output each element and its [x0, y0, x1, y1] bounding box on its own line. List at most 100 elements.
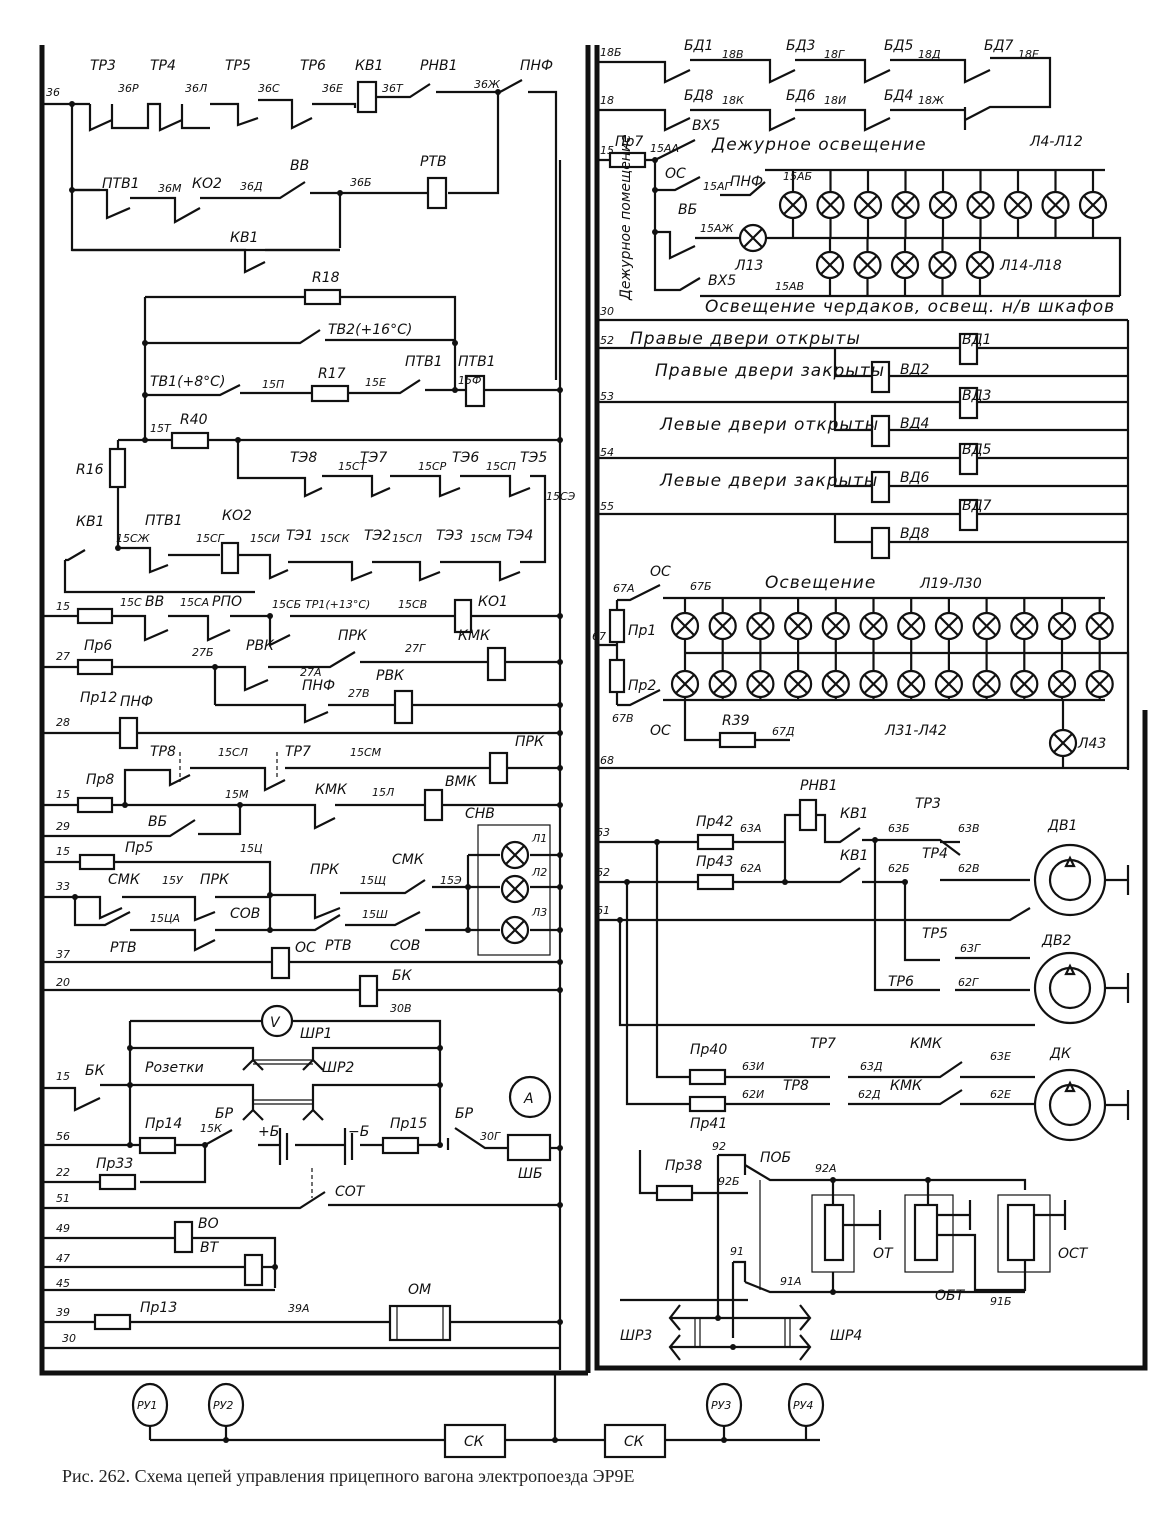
label-pob: ПОБ	[760, 1150, 791, 1166]
label-lighting: Освещение	[765, 573, 876, 593]
label-l13: Л13	[734, 258, 763, 274]
main-lamp-upper	[1047, 611, 1077, 641]
label-vv-row: ВВ	[145, 594, 164, 610]
label-pr8: Пр8	[86, 772, 114, 788]
label-pr43: Пр43	[696, 854, 733, 870]
duty-lamp-lower	[815, 250, 845, 280]
main-lamp-upper	[821, 611, 850, 641]
label-right-doors-closed: Правые двери закрыты	[655, 361, 885, 381]
node-62g: 62Г	[958, 976, 979, 989]
label-dv2: ДВ2	[1041, 933, 1072, 949]
label-bd1: БД1	[684, 38, 713, 54]
label-rvk-coil: РВК	[376, 668, 405, 684]
node-91a: 91А	[780, 1275, 802, 1288]
node-63a: 63А	[740, 822, 762, 835]
label-tr4: ТР4	[150, 58, 176, 74]
label-r16: R16	[76, 462, 104, 478]
node-67d: 67Д	[772, 725, 795, 738]
duty-lamp-upper	[816, 190, 845, 220]
label-l19-l30: Л19-Л30	[919, 576, 982, 592]
label-os-1: ОС	[650, 564, 671, 580]
node-18zh: 18Ж	[918, 94, 945, 107]
node-36s: 36С	[258, 82, 280, 95]
label-left-doors-open: Левые двери открыты	[659, 415, 879, 435]
label-pr41: Пр41	[690, 1116, 727, 1132]
node-36e: 36Е	[322, 82, 343, 95]
wire-67: 67	[592, 630, 606, 643]
label-ptv1-heat: ПТВ1	[145, 513, 183, 529]
node-27v: 27В	[348, 687, 370, 700]
label-sockets: Розетки	[145, 1060, 204, 1076]
main-lamp-lower	[1047, 669, 1077, 699]
wire-49: 49	[56, 1222, 70, 1235]
label-tr6: ТР6	[300, 58, 326, 74]
node-63v: 63В	[958, 822, 980, 835]
node-15k: 15К	[200, 1122, 223, 1135]
label-vb-duty: ВБ	[678, 202, 697, 218]
label-rnv1: РНВ1	[800, 778, 837, 794]
label-rtv-2: РТВ	[325, 938, 352, 954]
label-r39: R39	[722, 713, 750, 729]
label-vmk: ВМК	[445, 774, 478, 790]
label-vo: ВО	[198, 1216, 219, 1232]
label-obt: ОБТ	[935, 1288, 966, 1304]
wire-15-b: 15	[56, 788, 70, 801]
label-ru3: РУ3	[711, 1399, 731, 1412]
label-smk: СМК	[108, 872, 141, 888]
duty-lamp-upper	[853, 190, 883, 220]
node-15azh: 15АЖ	[700, 222, 735, 235]
node-36t: 36Т	[382, 82, 404, 95]
circuit-36: ТР3 ТР4 ТР5 ТР6 КВ1 РНВ1 ПНФ 36 36Р 36Л …	[42, 58, 558, 380]
label-pnf: ПНФ	[520, 58, 553, 74]
node-62i: 62И	[742, 1088, 764, 1101]
wire-18: 18	[600, 94, 614, 107]
node-36zh: 36Ж	[474, 78, 501, 91]
main-lamp-upper	[1010, 611, 1039, 641]
wire-29: 29	[56, 820, 70, 833]
wire-47: 47	[56, 1252, 70, 1265]
label-pr1: Пр1	[628, 623, 656, 639]
label-tr3: ТР3	[90, 58, 116, 74]
label-vd5: ВД5	[962, 442, 992, 458]
node-15ag: 15АГ	[703, 180, 732, 193]
label-bd5: БД5	[884, 38, 914, 54]
node-15e-33: 15Э	[440, 874, 462, 887]
label-br-1: БР	[215, 1106, 234, 1122]
main-lamp-upper	[859, 611, 888, 641]
label-bk-20: БК	[392, 968, 413, 984]
label-shunt: ШБ	[518, 1166, 543, 1182]
control-rows: 15 15С ВВ 15СА РПО 15СБ ТР1(+13°С) 15СВ …	[42, 594, 563, 1008]
node-18g: 18Г	[824, 48, 845, 61]
label-rtv-33: РТВ	[110, 940, 137, 956]
node-92b: 92Б	[718, 1175, 740, 1188]
label-pr14: Пр14	[145, 1116, 182, 1132]
label-ko2: КО2	[192, 176, 222, 192]
wire-30-left: 30	[62, 1332, 76, 1345]
node-30v: 30В	[390, 1002, 412, 1015]
node-67b: 67Б	[690, 580, 712, 593]
duty-lamp-lower	[928, 250, 957, 280]
label-vd3: ВД3	[962, 388, 991, 404]
duty-lamp-upper	[928, 190, 958, 220]
node-62b: 62Б	[888, 862, 910, 875]
label-os-duty: ОС	[665, 166, 686, 182]
duty-lamp-lower	[890, 250, 920, 280]
label-prk-27: ПРК	[338, 628, 368, 644]
label-attic-lighting: Освещение чердаков, освещ. н/в шкафов	[705, 297, 1115, 317]
label-vt: ВТ	[200, 1240, 220, 1256]
node-36b: 36Б	[350, 176, 372, 189]
node-36l: 36Л	[185, 82, 207, 95]
duty-lamp-upper	[891, 190, 920, 220]
label-rvk: РВК	[246, 638, 275, 654]
main-lamp-upper	[934, 611, 964, 641]
wire-54: 54	[600, 446, 614, 459]
snv-lamps	[500, 840, 530, 945]
label-tr4-motor: ТР4	[922, 846, 948, 862]
label-vx5-top: ВХ5	[692, 118, 720, 134]
label-prk-33: ПРК	[200, 872, 230, 888]
label-shr3: ШР3	[620, 1328, 652, 1344]
label-l4-l12: Л4-Л12	[1029, 134, 1083, 150]
label-vb: ВБ	[148, 814, 167, 830]
main-lamp-lower	[746, 669, 775, 699]
bottom-rows: 49 ВО 47 ВТ 45 39 Пр13 39А ОМ 30	[42, 1216, 563, 1350]
